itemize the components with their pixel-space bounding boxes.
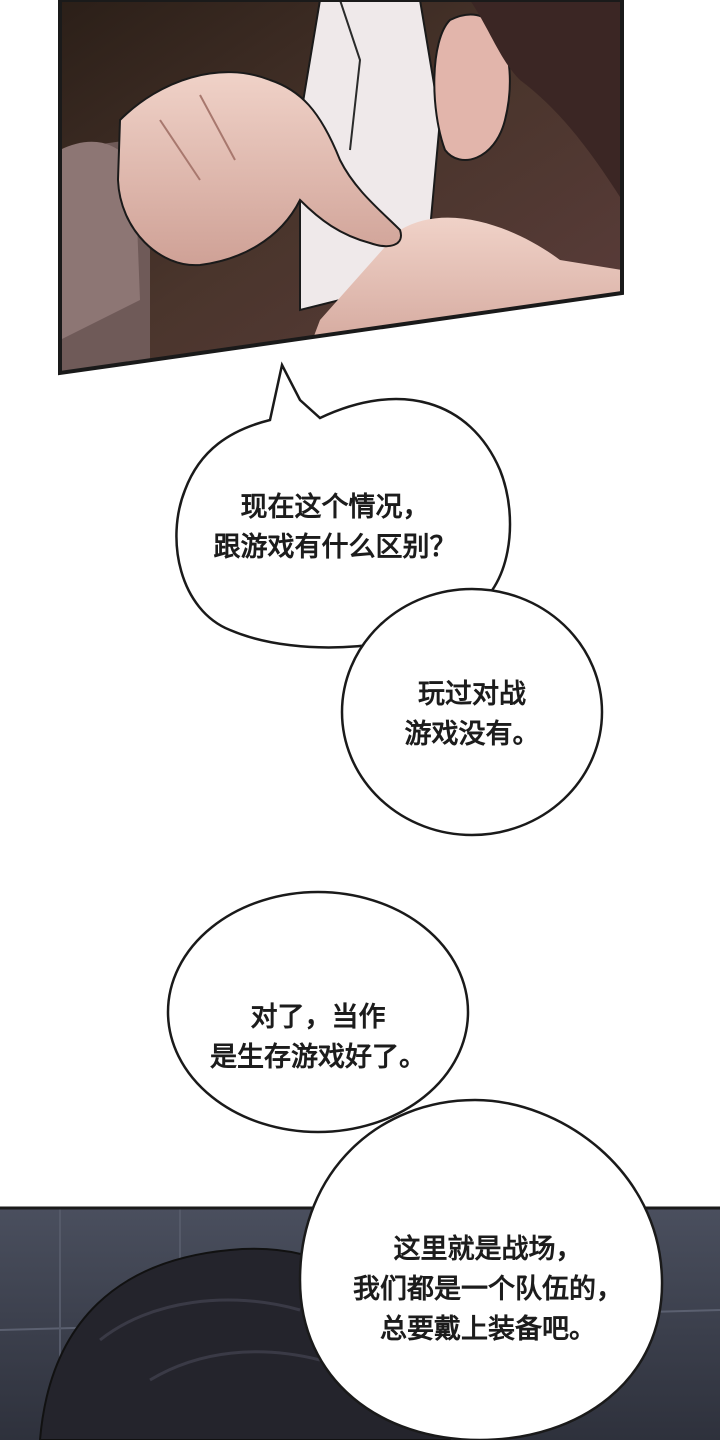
speech-line: 玩过对战 <box>418 679 526 710</box>
speech-bubble-3-text: 对了，当作 是生存游戏好了。 <box>178 998 458 1078</box>
speech-line: 是生存游戏好了。 <box>210 1042 426 1073</box>
speech-bubble-1-text: 现在这个情况， 跟游戏有什么区别？ <box>185 488 485 568</box>
speech-line: 这里就是战场， <box>393 1234 583 1265</box>
top-panel <box>60 0 622 373</box>
speech-bubble-2 <box>340 587 604 837</box>
speech-bubble-4-text: 这里就是战场， 我们都是一个队伍的， 总要戴上装备吧。 <box>318 1230 658 1350</box>
speech-bubble-3 <box>166 890 470 1134</box>
speech-line: 跟游戏有什么区别？ <box>213 532 457 563</box>
speech-line: 我们都是一个队伍的， <box>353 1274 623 1305</box>
speech-bubble-2-text: 玩过对战 游戏没有。 <box>372 675 572 755</box>
top-panel-border <box>58 0 624 376</box>
speech-line: 现在这个情况， <box>240 492 430 523</box>
speech-line: 游戏没有。 <box>404 719 540 750</box>
speech-line: 总要戴上装备吧。 <box>380 1314 596 1345</box>
speech-bubble-4 <box>298 1098 664 1440</box>
speech-line: 对了，当作 <box>250 1002 386 1033</box>
